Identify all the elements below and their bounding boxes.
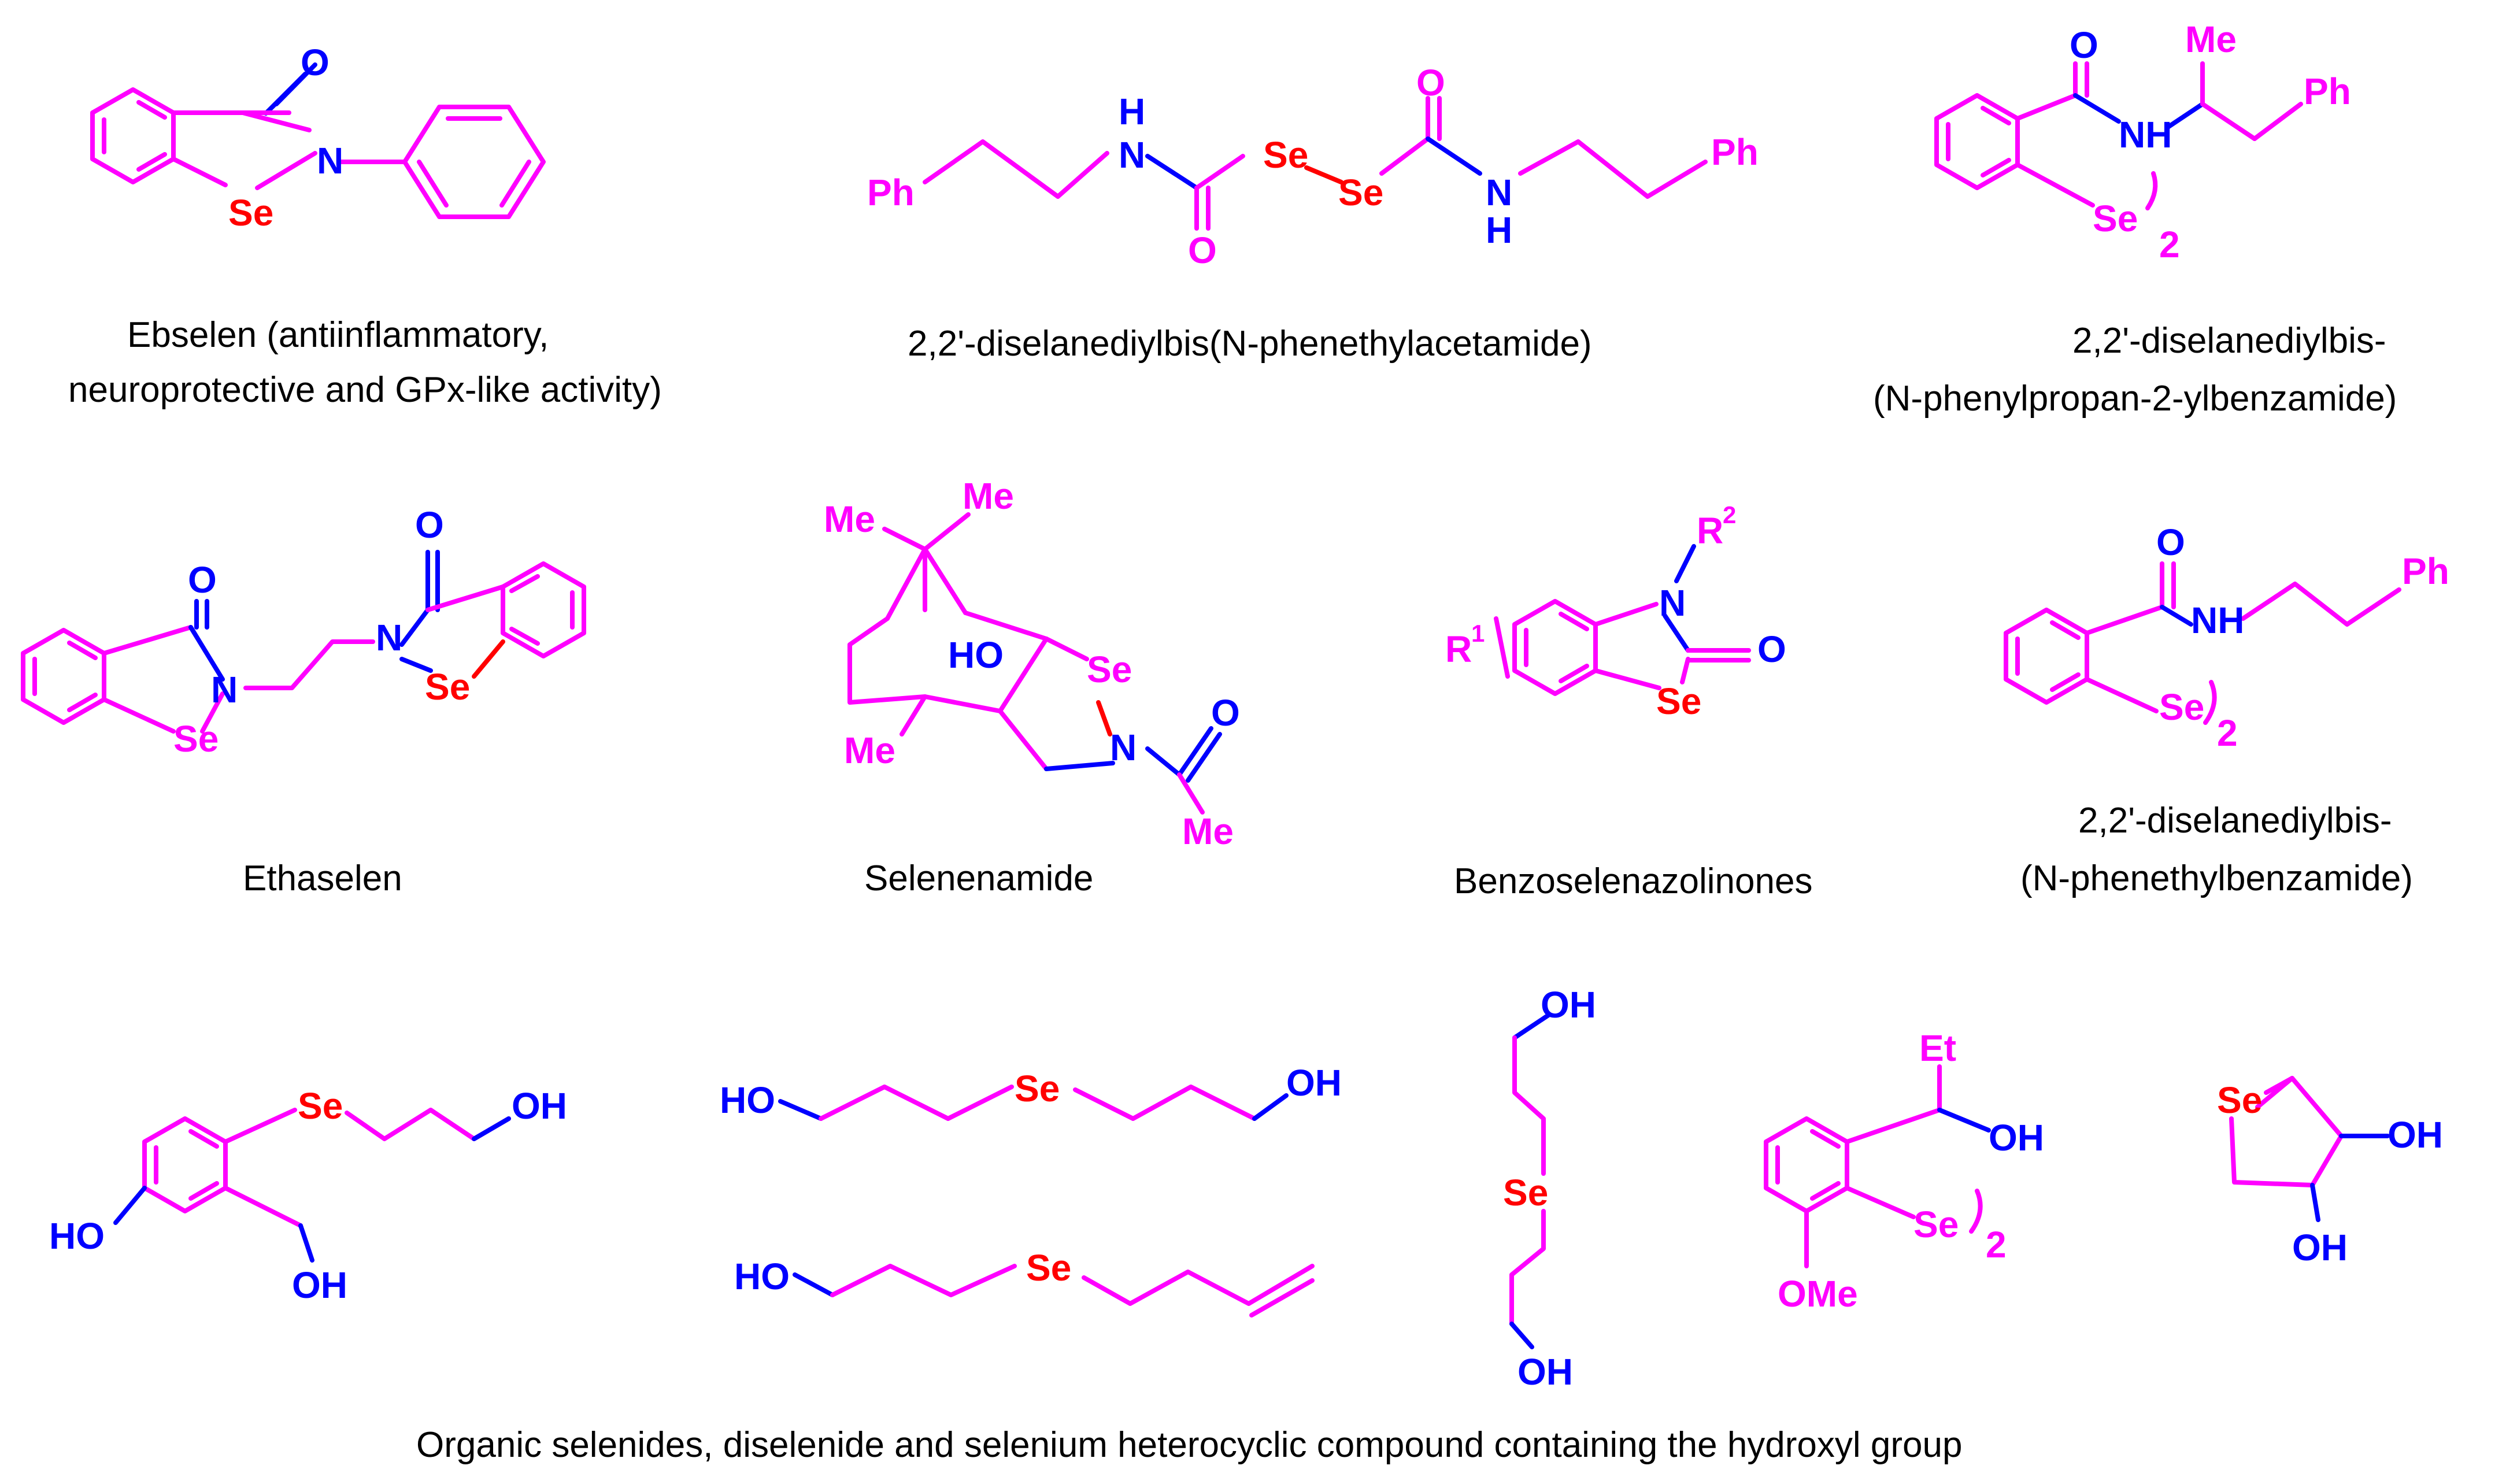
propanyl-selenium: Se bbox=[2093, 198, 2138, 239]
methoxyphenyl-methoxy: OMe bbox=[1778, 1273, 1858, 1315]
methoxyphenyl-ethyl: Et bbox=[1919, 1027, 1956, 1069]
ethaselen-oxygen-2: O bbox=[415, 504, 444, 546]
benzo-nitrogen: N bbox=[1659, 582, 1686, 624]
acetamide-nh-right-h: H bbox=[1486, 209, 1512, 251]
diselane-phenethyl-caption-line2: (N-phenethylbenzamide) bbox=[2020, 858, 2413, 898]
bis-hydroxypropyl-selenide-structure bbox=[778, 1085, 1289, 1121]
diselane-propanyl-structure bbox=[1934, 61, 2303, 210]
selenenamide-methyl-2: Me bbox=[963, 475, 1014, 517]
ebselen-caption-line2: neuroprotective and GPx-like activity) bbox=[68, 370, 662, 410]
ebselen-structure bbox=[90, 62, 546, 219]
diselane-acetamide-caption: 2,2'-diselanediylbis(N-phenethylacetamid… bbox=[908, 324, 1592, 364]
benzo-r1-superscript: 1 bbox=[1471, 620, 1485, 647]
benzo-r2-superscript: 2 bbox=[1723, 501, 1736, 528]
benzo-oxygen: O bbox=[1757, 628, 1786, 670]
propanyl-methyl: Me bbox=[2185, 18, 2237, 60]
selenophene-oh-bottom: OH bbox=[2292, 1227, 2348, 1268]
bisethyl-oh-top: OH bbox=[1541, 984, 1596, 1026]
phenethyl-oxygen: O bbox=[2156, 521, 2185, 563]
ebselen-caption-line1: Ebselen (antiinflammatory, bbox=[127, 315, 549, 355]
ethaselen-nitrogen-2: N bbox=[376, 617, 402, 658]
diselane-propanyl-caption-line1: 2,2'-diselanediylbis- bbox=[2072, 321, 2386, 361]
phenethyl-phenyl: Ph bbox=[2402, 550, 2449, 592]
ebselen-oxygen: O bbox=[301, 42, 330, 83]
methoxyphenyl-hydroxyl: OH bbox=[1989, 1117, 2044, 1159]
butenyl-ho: HO bbox=[734, 1256, 790, 1297]
propanyl-subscript-2: 2 bbox=[2159, 224, 2180, 265]
diselane-acetamide-structure bbox=[923, 96, 1708, 231]
bispropyl-ho-left: HO bbox=[720, 1079, 775, 1121]
selenenamide-nitrogen: N bbox=[1110, 727, 1137, 768]
bis-hydroxyethyl-selenide-structure bbox=[1509, 1012, 1552, 1349]
phenethyl-selenium: Se bbox=[2159, 686, 2204, 728]
hydroxyphenyl-selenide-structure bbox=[113, 1108, 511, 1263]
ethaselen-selenium-1: Se bbox=[173, 718, 219, 760]
selenenamide-structure bbox=[847, 512, 1222, 815]
methoxyphenyl-subscript-2: 2 bbox=[1986, 1224, 2007, 1265]
ebselen-selenium: Se bbox=[228, 192, 273, 234]
bisethyl-selenium: Se bbox=[1503, 1172, 1548, 1213]
selenenamide-oxygen: O bbox=[1211, 692, 1240, 734]
hydroxyphenyl-ho-ring: HO bbox=[49, 1215, 105, 1257]
bispropyl-oh-right: OH bbox=[1286, 1062, 1342, 1104]
phenethyl-nh: NH bbox=[2191, 599, 2244, 641]
acetamide-oxygen-right: O bbox=[1416, 62, 1445, 103]
acetamide-nh-right-n: N bbox=[1486, 172, 1512, 213]
selenophene-diol-structure bbox=[2229, 1076, 2390, 1222]
diselane-phenethyl-structure bbox=[2004, 561, 2401, 725]
selenenamide-hydroxyl: HO bbox=[948, 634, 1004, 676]
methoxyphenyl-selenium: Se bbox=[1913, 1204, 1959, 1245]
phenethyl-subscript-2: 2 bbox=[2217, 712, 2238, 754]
selenenamide-methyl-3: Me bbox=[844, 730, 895, 771]
acetamide-nh-left-h: H bbox=[1119, 91, 1145, 132]
selenenamide-caption: Selenenamide bbox=[864, 858, 1093, 898]
bispropyl-selenium: Se bbox=[1015, 1068, 1060, 1109]
methoxyphenyl-diselenide-structure bbox=[1764, 1064, 1991, 1268]
selenenamide-selenium: Se bbox=[1087, 649, 1132, 690]
bisethyl-oh-bottom: OH bbox=[1517, 1351, 1573, 1393]
propanyl-phenyl: Ph bbox=[2304, 71, 2351, 112]
ethaselen-structure bbox=[21, 550, 586, 734]
selenenamide-methyl-4: Me bbox=[1182, 811, 1234, 852]
propanyl-nh: NH bbox=[2119, 114, 2172, 156]
hydroxyphenyl-oh-methyl: OH bbox=[292, 1264, 347, 1306]
acetamide-selenium-1: Se bbox=[1263, 134, 1308, 176]
ethaselen-oxygen-1: O bbox=[188, 559, 217, 601]
benzo-selenium: Se bbox=[1656, 680, 1701, 722]
ethaselen-caption: Ethaselen bbox=[243, 858, 402, 898]
benzoselenazolinones-structure bbox=[1494, 544, 1751, 696]
selenophene-selenium: Se bbox=[2217, 1079, 2262, 1121]
selenenamide-methyl-1: Me bbox=[824, 498, 875, 540]
acetamide-nh-left-n: N bbox=[1119, 134, 1145, 176]
diselane-phenethyl-caption-line1: 2,2'-diselanediylbis- bbox=[2078, 801, 2392, 841]
ethaselen-nitrogen-1: N bbox=[211, 669, 238, 710]
ethaselen-selenium-2: Se bbox=[425, 666, 470, 708]
benzo-r2-group: R bbox=[1697, 510, 1723, 552]
acetamide-selenium-2: Se bbox=[1338, 172, 1383, 213]
hydroxyphenyl-selenium: Se bbox=[298, 1085, 343, 1127]
acetamide-phenyl-left: Ph bbox=[867, 172, 915, 213]
benzoselenazolinones-caption: Benzoselenazolinones bbox=[1454, 861, 1812, 901]
butenyl-selenium: Se bbox=[1026, 1247, 1071, 1289]
diselane-propanyl-caption-line2: (N-phenylpropan-2-ylbenzamide) bbox=[1873, 379, 2397, 419]
propanyl-oxygen: O bbox=[2070, 24, 2098, 66]
hydroxypropyl-butenyl-selenide-structure bbox=[793, 1264, 1315, 1318]
benzo-r1-group: R bbox=[1445, 628, 1472, 670]
hydroxyl-group-caption: Organic selenides, diselenide and seleni… bbox=[416, 1425, 1962, 1465]
hydroxyphenyl-oh-chain: OH bbox=[512, 1085, 567, 1127]
ebselen-nitrogen: N bbox=[317, 140, 343, 182]
selenophene-oh-right: OH bbox=[2388, 1114, 2443, 1156]
acetamide-phenyl-right: Ph bbox=[1711, 131, 1759, 173]
acetamide-oxygen-left: O bbox=[1188, 230, 1217, 271]
